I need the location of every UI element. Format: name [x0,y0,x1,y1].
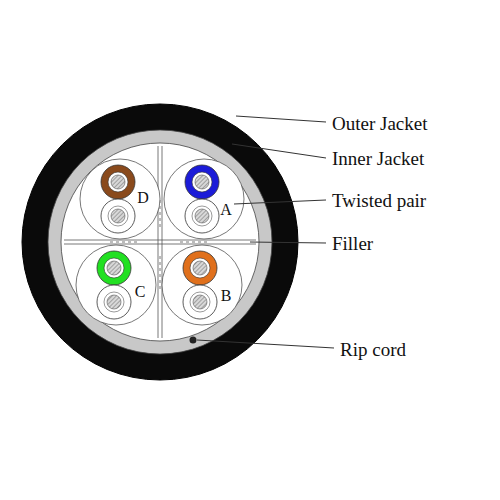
conductor-gap [192,172,212,192]
twisted-pair [164,159,244,239]
part-label: Rip cord [340,340,406,359]
copper-core [195,175,209,189]
conductor-gap [108,172,128,192]
twisted-pair [162,245,242,325]
copper-core [111,209,125,223]
conductor-gap [108,206,128,226]
copper-core [111,175,125,189]
part-label: Filler [332,234,373,253]
rip-cord [190,337,197,344]
colored-insulation [183,251,217,285]
pair-wrap [80,159,160,239]
pair-wrap [162,245,242,325]
copper-core [107,295,121,309]
pair-wrap [164,159,244,239]
inner-jacket [48,130,272,354]
pair-letter: A [220,202,232,218]
conductor-gap [104,292,124,312]
conductor-gap [190,258,210,278]
colored-insulation [101,165,135,199]
cable-core [61,143,259,341]
twisted-pairs [76,159,244,325]
leader-lines [197,116,334,348]
pair-letter: C [135,284,146,300]
copper-core [107,261,121,275]
filler-cross [64,146,256,338]
copper-core [193,261,207,275]
conductor-gap [190,292,210,312]
white-insulation [183,285,217,319]
part-label: Twisted pair [332,191,426,210]
part-label: Inner Jacket [332,149,424,168]
part-label: Outer Jacket [332,114,427,133]
pair-letter: B [221,288,232,304]
pair-wrap [76,245,156,325]
pair-letter: D [137,190,149,206]
conductor-gap [192,206,212,226]
colored-insulation [185,165,219,199]
white-insulation [97,285,131,319]
white-insulation [185,199,219,233]
white-insulation [101,199,135,233]
twisted-pair [80,159,160,239]
conductor-gap [104,258,124,278]
copper-core [193,295,207,309]
copper-core [195,209,209,223]
twisted-pair [76,245,156,325]
colored-insulation [97,251,131,285]
